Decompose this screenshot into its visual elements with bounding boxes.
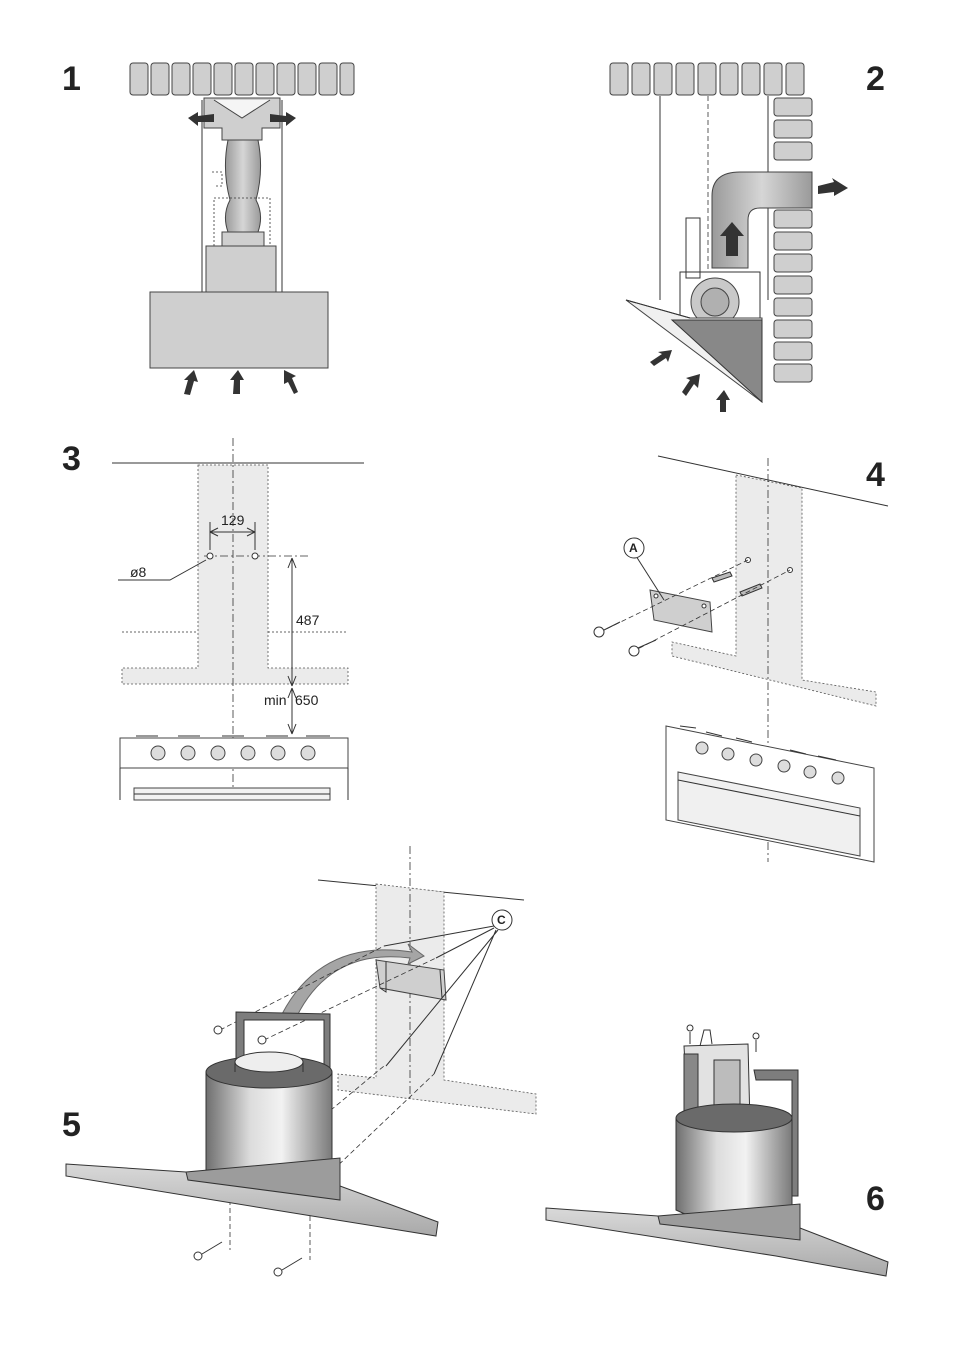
intake-arrow	[682, 374, 700, 396]
min-height-label: 650	[295, 692, 319, 708]
chimney-outline	[122, 465, 348, 684]
figure-6: 6	[546, 1025, 888, 1276]
screw	[594, 627, 604, 637]
figure-3: 3 129 ø8 487 min 650	[62, 438, 364, 800]
figure-2-number: 2	[866, 60, 885, 98]
hole-spacing-label: 129	[221, 512, 245, 528]
figure-1-number: 1	[62, 60, 81, 98]
figure-5: 5 C	[62, 846, 536, 1276]
motor-housing	[206, 246, 276, 292]
ceiling-bricks	[130, 63, 354, 95]
chimney-outline	[672, 475, 876, 706]
mounting-bracket-a	[650, 590, 712, 632]
intake-arrow	[230, 370, 244, 394]
screw	[687, 1025, 693, 1031]
intake-arrow	[716, 390, 730, 412]
cooker	[666, 726, 874, 862]
cooker	[120, 736, 348, 800]
wall-bricks	[774, 98, 812, 382]
screw	[258, 1036, 266, 1044]
screw	[753, 1033, 759, 1039]
figure-1: 1	[62, 60, 354, 395]
ceiling-bricks	[610, 63, 804, 95]
figure-3-number: 3	[62, 440, 81, 478]
min-prefix-label: min	[264, 692, 287, 708]
figure-4-number: 4	[866, 456, 885, 494]
intake-arrow	[284, 370, 298, 394]
screw	[214, 1026, 222, 1034]
figure-2: 2	[610, 60, 885, 412]
callout-a: A	[629, 541, 638, 555]
flexible-duct	[225, 140, 260, 232]
figure-6-number: 6	[866, 1180, 885, 1218]
exhaust-arrow	[818, 178, 848, 196]
bracket-height-label: 487	[296, 612, 320, 628]
intake-arrow	[184, 370, 198, 395]
screw	[629, 646, 639, 656]
hole-diameter-label: ø8	[130, 564, 147, 580]
figure-5-number: 5	[62, 1106, 81, 1144]
screw	[194, 1252, 202, 1260]
callout-c: C	[497, 913, 506, 927]
figure-4: 4 A	[594, 456, 888, 862]
hood-canopy	[150, 292, 328, 368]
screw	[274, 1268, 282, 1276]
intake-arrow	[650, 350, 672, 366]
